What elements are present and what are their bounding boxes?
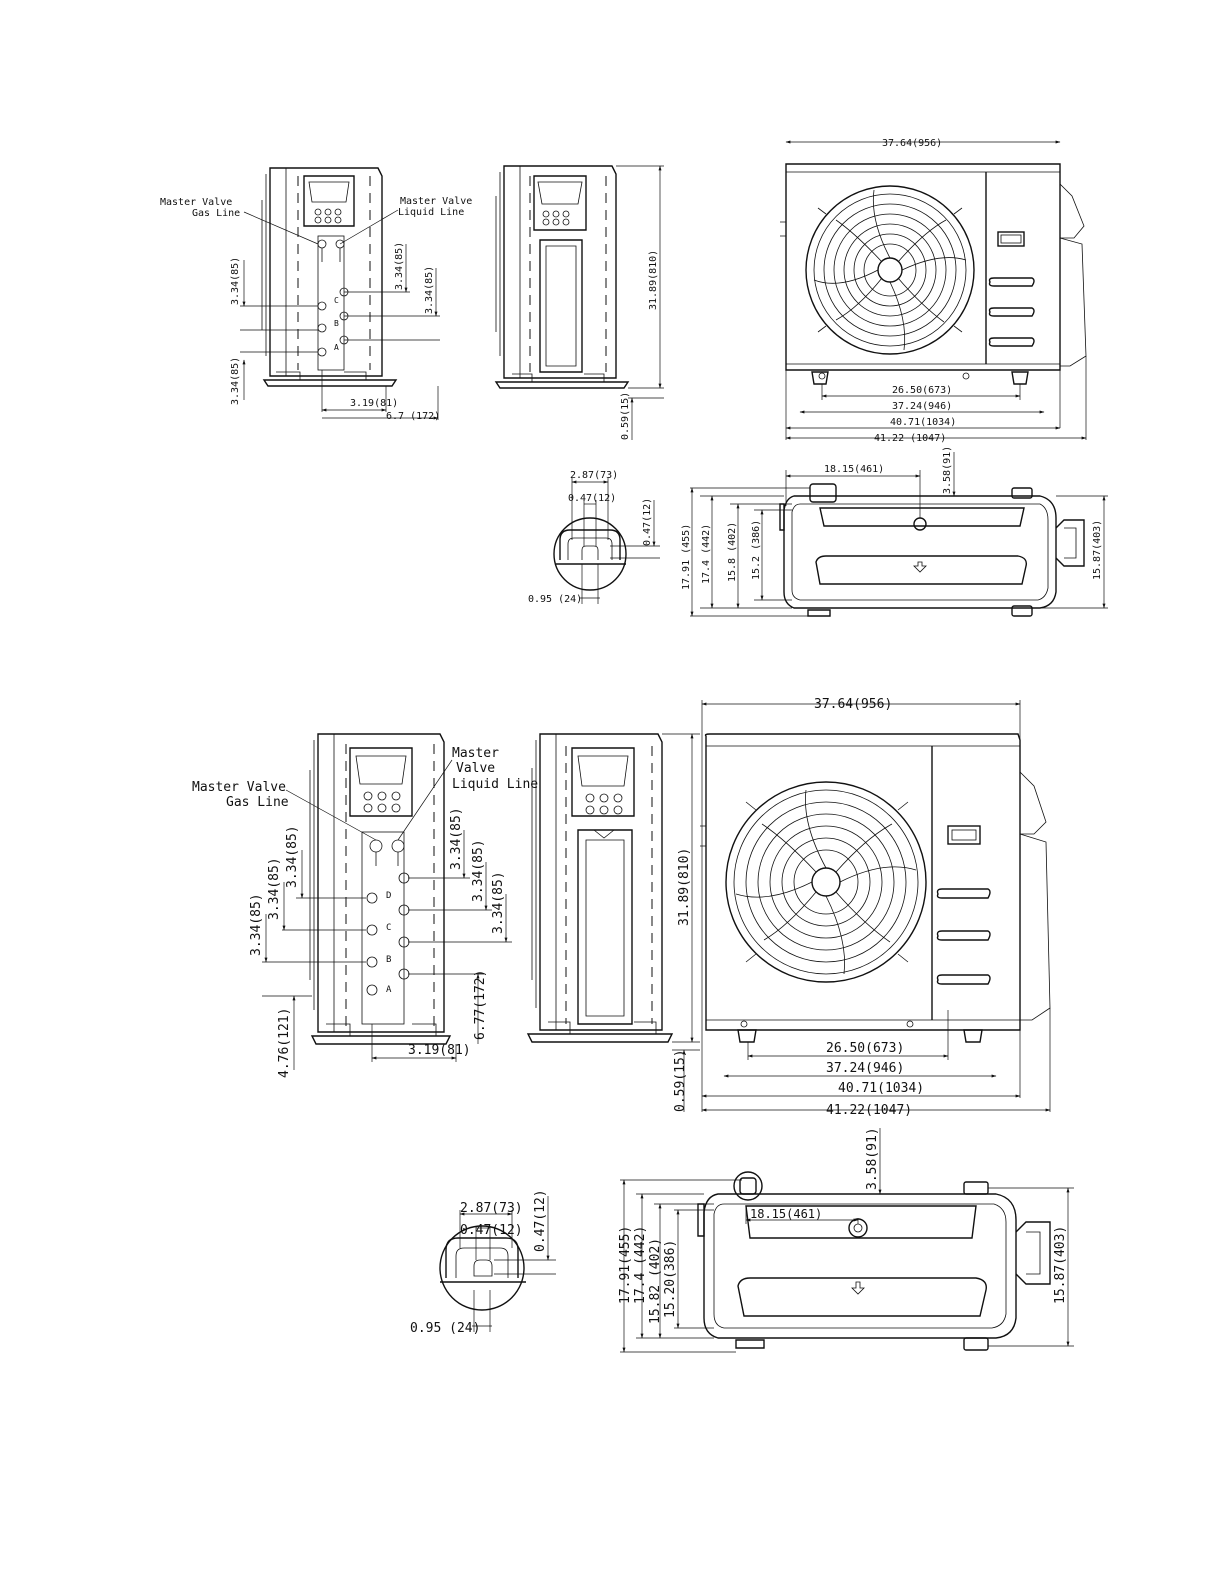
lower-gas-callout-line1: Master Valve: [192, 780, 286, 795]
upper-side-spacing-right-b: 3.34(85): [424, 266, 435, 314]
upper-detail-slot: 0.47(12): [568, 493, 616, 504]
upper-side-spacing-left-bottom: 3.34(85): [230, 357, 241, 405]
lower-top-depth-inner: 15.20(386): [663, 1240, 678, 1318]
lower-side-bottom-left: 4.76(121): [277, 1008, 292, 1078]
lower-detail-slot: 0.47(12): [460, 1223, 523, 1238]
upper-top-depth-body: 17.4 (442): [701, 524, 712, 584]
upper-side-spacing-left-top: 3.34(85): [230, 257, 241, 305]
lower-top-offset-y: 3.58(91): [865, 1127, 880, 1190]
upper-front-overall-total: 41.22 (1047): [874, 433, 946, 444]
lower-detail-width: 2.87(73): [460, 1201, 523, 1216]
lower-front-overall-body: 40.71(1034): [838, 1081, 924, 1096]
lower-top-depth-right: 15.87(403): [1053, 1226, 1068, 1304]
lower-top-depth-total: 17.91(455): [618, 1226, 633, 1304]
lower-side-spacing-left-3: 3.34(85): [249, 893, 264, 956]
upper-port-label-c: C: [334, 296, 339, 305]
lower-side-width-inner: 3.19(81): [408, 1043, 471, 1058]
upper-side-width-outer: 6.7 (172): [386, 411, 440, 422]
lower-side-bottom-right: 6.77(172): [473, 970, 488, 1040]
upper-top-offset-x: 18.15(461): [824, 464, 884, 475]
lower-top-view: 17.91(455) 17.4 (442) 15.82 (402) 15.20(…: [618, 1127, 1074, 1353]
lower-port-label-a: A: [386, 985, 392, 995]
lower-gas-line-callout: Master Valve Gas Line: [192, 780, 377, 841]
upper-liquid-callout-line2: Liquid Line: [398, 207, 464, 218]
upper-gas-line-callout: Master Valve Gas Line: [160, 197, 319, 245]
upper-rear-height: 31.89(810): [648, 250, 659, 310]
lower-front-view: 37.64(956) 26.50(673) 37.24(946) 40.71(1…: [700, 697, 1051, 1118]
lower-top-offset-x: 18.15(461): [750, 1207, 822, 1221]
lower-side-spacing-left-2: 3.34(85): [267, 857, 282, 920]
upper-side-spacing-right-a: 3.34(85): [394, 242, 405, 290]
lower-detail-slot-height: 0.47(12): [533, 1189, 548, 1252]
lower-liquid-line-callout: Master Valve Liquid Line: [397, 746, 538, 841]
lower-front-feet-span: 26.50(673): [826, 1041, 904, 1056]
upper-side-view: [261, 167, 398, 387]
lower-front-base-width: 37.24(946): [826, 1061, 904, 1076]
lower-top-depth-body: 17.4 (442): [633, 1226, 648, 1304]
upper-side-width-inner: 3.19(81): [350, 398, 398, 409]
lower-side-dimensions: 3.34(85) 3.34(85) 3.34(85) 4.76(121) 3.3…: [249, 807, 512, 1078]
upper-top-depth-right: 15.87(403): [1092, 520, 1103, 580]
upper-top-view: 17.91 (455) 17.4 (442) 15.8 (402) 15.2 (…: [681, 446, 1108, 617]
upper-detail-slot-height: 0.47(12): [642, 498, 653, 546]
lower-port-label-b: B: [386, 955, 391, 965]
lower-rear-view: 31.89(810) 0.59(15): [526, 733, 700, 1112]
upper-rear-view: 31.89(810) 0.59(15): [494, 165, 664, 440]
lower-port-label-d: D: [386, 891, 391, 901]
lower-front-top-width: 37.64(956): [814, 697, 892, 712]
upper-top-depth-inner: 15.2 (386): [751, 520, 762, 580]
upper-front-view: 37.64(956) 26.50(673) 37.24(946) 40.71(1…: [780, 138, 1087, 444]
upper-top-depth-base: 15.8 (402): [727, 522, 738, 582]
lower-side-spacing-right-1: 3.34(85): [449, 807, 464, 870]
upper-front-top-width: 37.64(956): [882, 138, 942, 149]
lower-side-spacing-right-3: 3.34(85): [491, 871, 506, 934]
upper-liquid-callout-line1: Master Valve: [400, 196, 472, 207]
upper-front-overall-body: 40.71(1034): [890, 417, 956, 428]
lower-side-view: [309, 733, 452, 1045]
upper-front-base-width: 37.24(946): [892, 401, 952, 412]
upper-detail-width: 2.87(73): [570, 470, 618, 481]
lower-mount-detail: 2.87(73) 0.47(12) 0.47(12) 0.95 (24): [410, 1189, 556, 1336]
upper-detail-hole: 0.95 (24): [528, 594, 582, 605]
lower-side-spacing-left-1: 3.34(85): [285, 825, 300, 888]
upper-top-offset-y: 3.58(91): [942, 446, 953, 494]
lower-liquid-callout-line1: Master: [452, 746, 499, 761]
upper-port-label-a: A: [334, 343, 339, 352]
lower-liquid-callout-line2: Valve: [456, 761, 495, 776]
lower-gas-callout-line2: Gas Line: [226, 795, 289, 810]
upper-rear-foot: 0.59(15): [620, 392, 631, 440]
upper-gas-callout-line2: Gas Line: [192, 208, 240, 219]
upper-port-label-b: B: [334, 319, 339, 328]
upper-front-feet-span: 26.50(673): [892, 385, 952, 396]
upper-mount-detail: 2.87(73) 0.47(12) 0.47(12) 0.95 (24): [528, 470, 660, 605]
lower-liquid-callout-line3: Liquid Line: [452, 777, 538, 792]
upper-side-dimensions: 3.34(85) 3.34(85) 3.34(85) 3.34(85) 3.19…: [230, 242, 440, 422]
lower-top-depth-base: 15.82 (402): [648, 1238, 663, 1324]
lower-rear-foot: 0.59(15): [673, 1049, 688, 1112]
lower-rear-height: 31.89(810): [677, 848, 692, 926]
lower-front-overall-total: 41.22(1047): [826, 1103, 912, 1118]
lower-port-label-c: C: [386, 923, 391, 933]
upper-gas-callout-line1: Master Valve: [160, 197, 232, 208]
lower-detail-hole: 0.95 (24): [410, 1321, 480, 1336]
upper-top-depth-total: 17.91 (455): [681, 524, 692, 590]
lower-side-spacing-right-2: 3.34(85): [471, 839, 486, 902]
upper-liquid-line-callout: Master Valve Liquid Line: [339, 196, 472, 245]
